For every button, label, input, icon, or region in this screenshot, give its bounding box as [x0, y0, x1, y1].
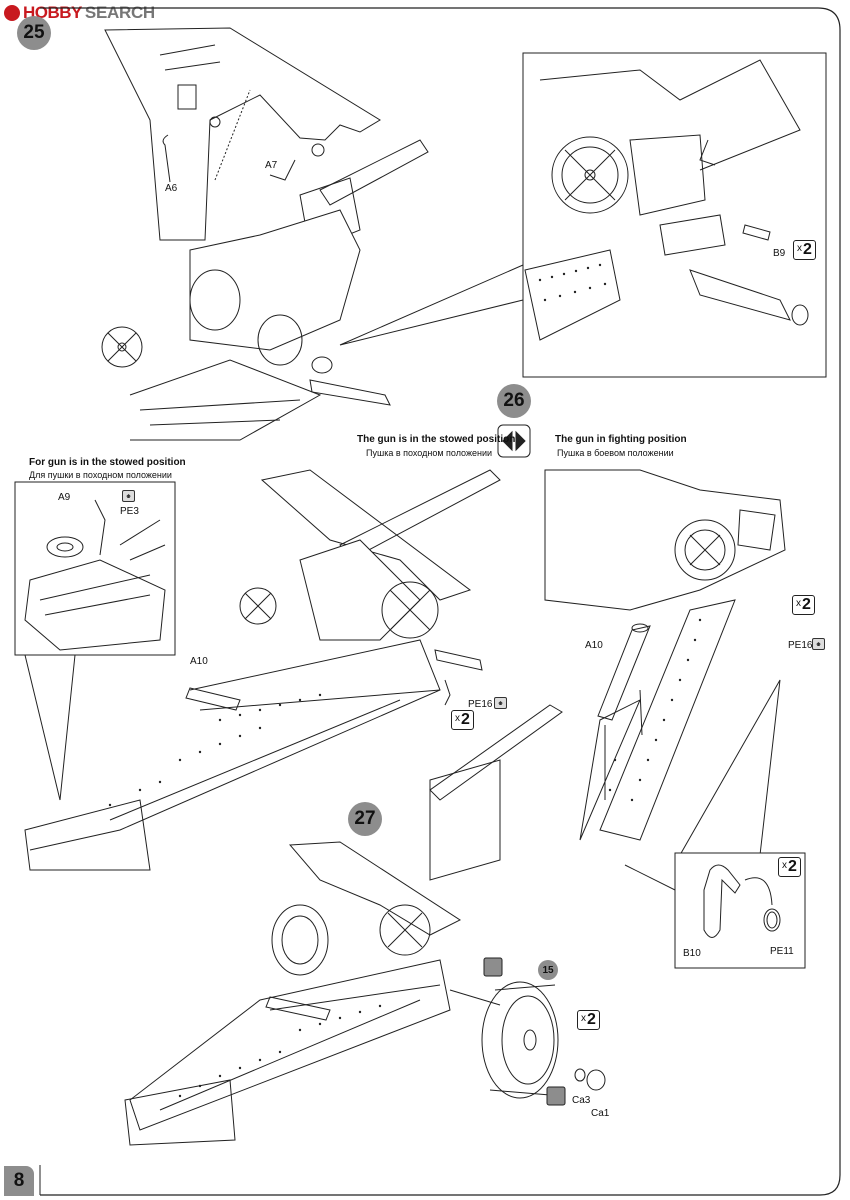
step26-stowed-gun-drawing [24, 469, 501, 871]
fighting-caption-en: The gun in fighting position [555, 434, 687, 445]
quantity-badge-step25: x2 [793, 240, 816, 260]
quantity-value: 2 [803, 241, 812, 258]
stowed-caption-ru: Пушка в походном положении [366, 448, 492, 458]
step26-fighting-drawing [544, 469, 786, 891]
part-label-pe16-right: PE16 [788, 640, 813, 651]
part-label-ca3: Ca3 [572, 1095, 591, 1106]
quantity-value: 2 [587, 1011, 596, 1028]
quantity-value: 2 [802, 596, 811, 613]
step-27-badge: 27 [348, 802, 382, 836]
stowed-caption-en: The gun is in the stowed position [357, 434, 516, 445]
photo-etch-icon [494, 697, 507, 709]
step25-gun-drawing [101, 27, 429, 441]
inset-caption-ru: Для пушки в походном положении [29, 470, 172, 480]
part-label-pe16-left: PE16 [468, 699, 493, 710]
part-label-a10-right: A10 [585, 640, 603, 651]
quantity-badge-step27: x2 [577, 1010, 600, 1030]
part-label-ca1: Ca1 [591, 1108, 610, 1119]
step-25-badge: 25 [17, 16, 51, 50]
part-label-a10-left: A10 [190, 656, 208, 667]
b10-pe11-detail-box [674, 852, 806, 969]
step-26-badge: 26 [497, 384, 531, 418]
part-label-a9: A9 [58, 492, 71, 503]
wheel-subassembly-badge: 15 [538, 960, 558, 980]
page-number: 8 [4, 1166, 34, 1196]
part-label-pe11: PE11 [770, 946, 794, 957]
step27-gun-drawing [124, 704, 606, 1146]
position-swap-icon [497, 424, 531, 458]
part-label-a6: A6 [165, 183, 178, 194]
quantity-value: 2 [788, 858, 797, 875]
quantity-badge-detail: x2 [778, 857, 801, 877]
hobby-search-logo-icon [4, 5, 20, 21]
part-label-pe3: PE3 [120, 506, 139, 517]
photo-etch-icon [812, 638, 825, 650]
quantity-badge-right: x2 [792, 595, 815, 615]
quantity-value: 2 [461, 711, 470, 728]
part-label-a7: A7 [265, 160, 278, 171]
fighting-caption-ru: Пушка в боевом положении [557, 448, 674, 458]
step25-detail-callout [339, 52, 827, 378]
wheel-assembly-icons [483, 957, 566, 1106]
photo-etch-icon [122, 490, 135, 502]
part-label-b9: B9 [773, 248, 786, 259]
part-label-b10: B10 [683, 948, 701, 959]
inset-caption-en: For gun is in the stowed position [29, 457, 186, 468]
stowed-inset-box [14, 481, 176, 801]
quantity-badge-left: x2 [451, 710, 474, 730]
